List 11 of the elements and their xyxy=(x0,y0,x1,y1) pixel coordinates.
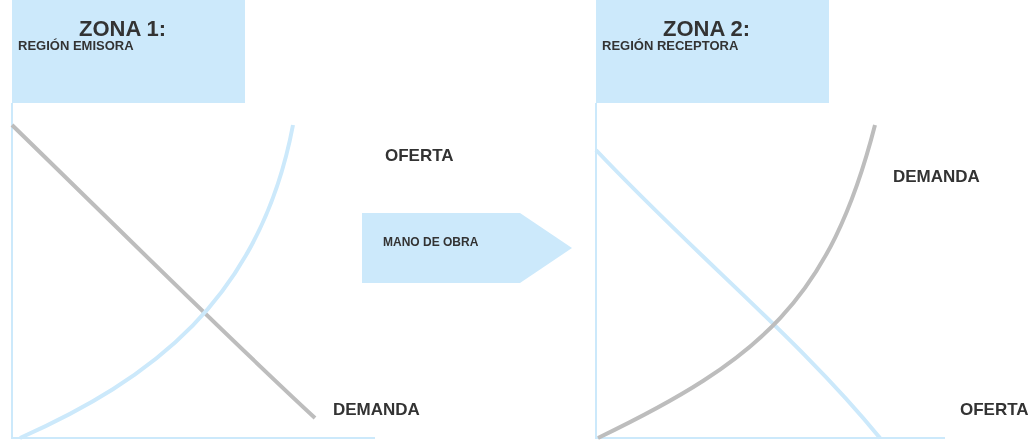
zone-subtitle: REGIÓN EMISORA xyxy=(18,38,134,53)
zone-header-box xyxy=(596,0,829,103)
curve-label: DEMANDA xyxy=(893,167,980,187)
zone-title: ZONA 2: xyxy=(663,16,751,41)
zone-header-box xyxy=(12,0,245,103)
zone-subtitle: REGIÓN RECEPTORA xyxy=(602,38,739,53)
zone-title: ZONA 1: xyxy=(79,16,167,41)
arrow-label: MANO DE OBRA xyxy=(383,235,479,249)
curve-label: DEMANDA xyxy=(333,400,420,420)
curve-label: OFERTA xyxy=(385,146,454,166)
curve-label: OFERTA xyxy=(960,400,1029,420)
